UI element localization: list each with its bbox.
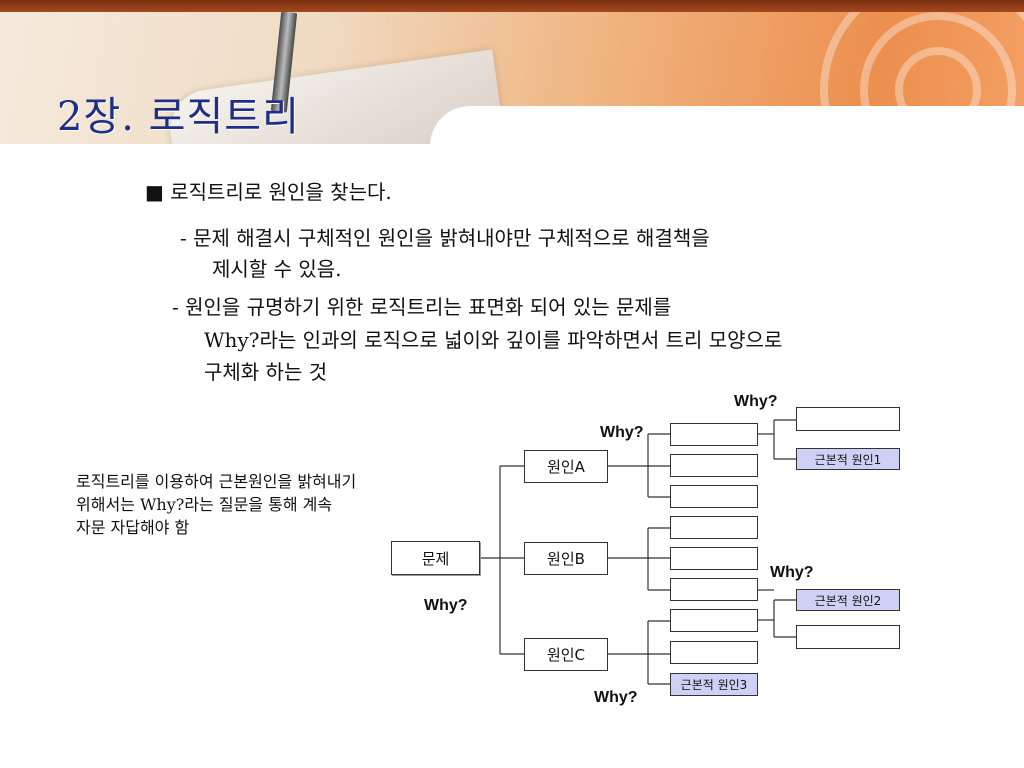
side-note-line3: 자문 자답해야 함 xyxy=(76,518,190,537)
sub-cause-box xyxy=(670,423,758,446)
sub-cause-box xyxy=(670,516,758,539)
why-label: Why? xyxy=(734,393,778,410)
sub-cause-box xyxy=(670,578,758,601)
sub-cause-box xyxy=(670,485,758,508)
sub-cause-box xyxy=(670,641,758,664)
root-cause-3-box: 근본적 원인3 xyxy=(670,673,758,696)
sub-cause-box xyxy=(670,547,758,570)
why-label: Why? xyxy=(424,597,468,614)
cause-c-box: 원인C xyxy=(524,638,608,671)
side-note-line2: 위해서는 Why?라는 질문을 통해 계속 xyxy=(76,495,333,514)
sub-cause-box xyxy=(670,454,758,477)
deep-cause-box xyxy=(796,625,900,649)
slide-title: 2장. 로직트리 xyxy=(57,94,300,140)
why-label: Why? xyxy=(594,689,638,706)
why-label: Why? xyxy=(600,424,644,441)
top-accent-bar xyxy=(0,0,1024,12)
cause-b-box: 원인B xyxy=(524,542,608,575)
side-note: 로직트리를 이용하여 근본원인을 밝혀내기 위해서는 Why?라는 질문을 통해… xyxy=(76,470,356,539)
sub-cause-box xyxy=(670,609,758,632)
problem-box: 문제 xyxy=(391,541,480,575)
point1-line1: - 문제 해결시 구체적인 원인을 밝혀내야만 구체적으로 해결책을 xyxy=(180,226,710,250)
point2-line1: - 원인을 규명하기 위한 로직트리는 표면화 되어 있는 문제를 xyxy=(172,295,672,319)
why-label: Why? xyxy=(770,564,814,581)
header-curve xyxy=(430,106,1024,146)
point2-line2: Why?라는 인과의 로직으로 넓이와 깊이를 파악하면서 트리 모양으로 xyxy=(204,328,783,352)
root-cause-2-box: 근본적 원인2 xyxy=(796,589,900,611)
side-note-line1: 로직트리를 이용하여 근본원인을 밝혀내기 xyxy=(76,472,357,491)
deep-cause-box xyxy=(796,407,900,431)
cause-a-box: 원인A xyxy=(524,450,608,483)
root-cause-1-box: 근본적 원인1 xyxy=(796,448,900,470)
main-heading: ■ 로직트리로 원인을 찾는다. xyxy=(145,180,392,204)
point2-line3: 구체화 하는 것 xyxy=(204,360,328,384)
point1-line2: 제시할 수 있음. xyxy=(212,257,342,281)
